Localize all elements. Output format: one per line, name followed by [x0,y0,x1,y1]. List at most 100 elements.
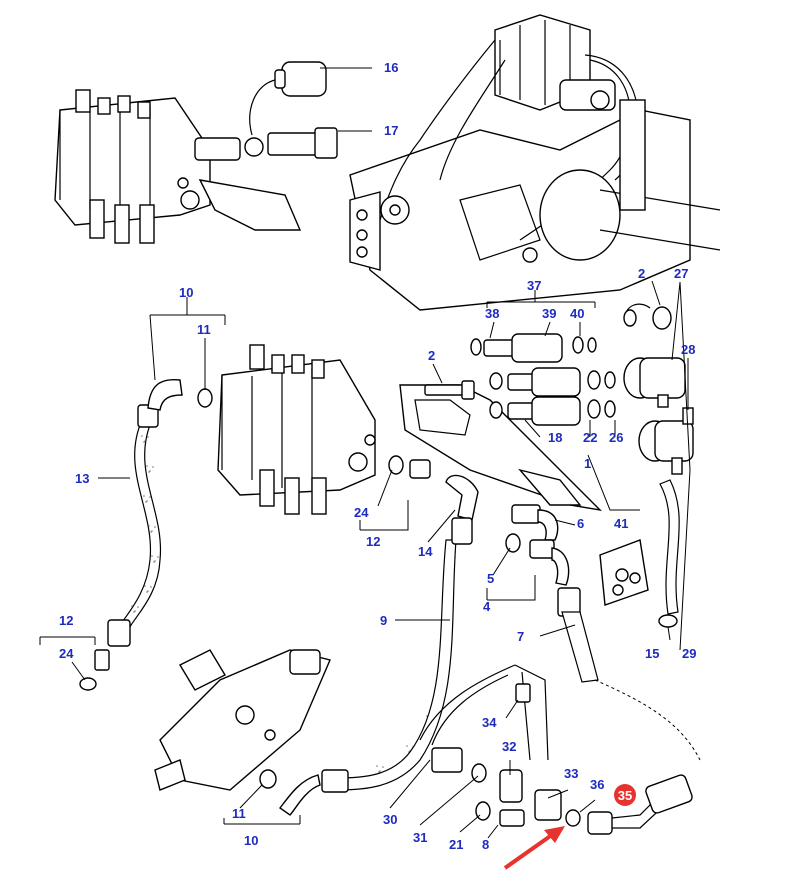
hose-texture-dot [144,440,146,442]
red-arrow-indicator [503,826,565,870]
hose-9 [259,517,473,816]
hose-texture-dot [141,435,143,437]
part-label: 36 [590,777,604,792]
bolt-2 [424,380,475,400]
hose-texture-dot [149,470,151,472]
part-label: 2 [638,266,645,281]
part-label: 21 [449,837,463,852]
highlight-label: 35 [618,788,632,803]
part-label: 33 [564,766,578,781]
plug-16 [249,61,327,136]
hose-texture-dot [379,770,381,772]
part-label: 15 [645,646,659,661]
part-label: 38 [485,306,499,321]
coupling-17 [244,127,338,159]
hose-texture-dot [145,501,147,503]
hose-texture-dot [131,605,133,607]
part-label: 18 [548,430,562,445]
mounting-plate [399,384,603,512]
hose-texture-dot [382,766,384,768]
transmission-assembly [349,14,721,311]
hose-texture-dot [149,496,151,498]
sensor-row-1 [470,333,597,363]
hose-texture-dot [154,526,156,528]
part-label: 4 [483,599,491,614]
hose-texture-dot [151,530,153,532]
sensor-row-3 [489,396,616,426]
part-label: 10 [179,285,193,300]
part-label: 31 [413,830,427,845]
hose-29 [659,479,680,615]
hose-texture-dot [143,441,145,443]
fittings-middle [388,455,570,586]
part-label: 13 [75,471,89,486]
hose-texture-dot [153,561,155,563]
part-label: 11 [232,806,246,821]
hose-texture-dot [134,610,136,612]
part-label: 37 [527,278,541,293]
part-label: 41 [614,516,628,531]
hose-texture-dot [152,466,154,468]
part-label: 12 [366,534,380,549]
part-label: 34 [482,715,497,730]
part-label: 2 [428,348,435,363]
part-label: 27 [674,266,688,281]
hose-13 [79,378,213,691]
part-label: 7 [517,629,524,644]
part-label: 16 [384,60,398,75]
hose-texture-dot [146,500,148,502]
hose-texture-dot [146,465,148,467]
pressure-sender-top [623,357,686,408]
part-label: 40 [570,306,584,321]
part-label: 24 [59,646,74,661]
clamp-15 [658,614,678,628]
hose-texture-dot [150,586,152,588]
hose-texture-dot [151,555,153,557]
part-label: 28 [681,342,695,357]
part-label: 32 [502,739,516,754]
valve-block-top [54,89,302,244]
hose-texture-dot [146,591,148,593]
part-label: 17 [384,123,398,138]
hose-texture-dot [376,765,378,767]
sensor-row-2 [489,367,616,397]
hose-texture-dot [148,525,150,527]
valve-bottom-left [154,649,331,791]
leader-lines [39,67,691,839]
hose-texture-dot [133,611,135,613]
pipe-assembly [419,664,701,835]
part-label: 6 [577,516,584,531]
hose-texture-dot [144,585,146,587]
part-label: 9 [380,613,387,628]
part-label: 30 [383,812,397,827]
cap-2 [623,303,672,330]
pressure-sender-bottom [638,407,694,475]
hose-texture-dot [143,495,145,497]
hose-texture-dot [147,590,149,592]
hose-texture-dot [137,606,139,608]
part-label: 5 [487,571,494,586]
hose-texture-dot [154,560,156,562]
highlight-badge-35: 35 [614,784,636,806]
part-label: 14 [418,544,433,559]
hose-texture-dot [406,745,408,747]
part-label: 12 [59,613,73,628]
hose-7 [557,587,599,683]
hose-texture-dot [150,531,152,533]
part-label: 39 [542,306,556,321]
bracket-41 [599,539,649,606]
part-label: 8 [482,837,489,852]
part-label: 1 [584,456,591,471]
hose-texture-dot [147,436,149,438]
hose-texture-dot [148,471,150,473]
part-number-labels: 16 17 10 11 2 2 27 37 38 39 40 28 13 18 … [59,60,696,852]
part-label: 22 [583,430,597,445]
part-label: 24 [354,505,369,520]
part-label: 11 [197,322,211,337]
hose-texture-dot [378,771,380,773]
hose-texture-dot [157,556,159,558]
part-label: 26 [609,430,623,445]
part-label: 10 [244,833,258,848]
part-label: 29 [682,646,696,661]
